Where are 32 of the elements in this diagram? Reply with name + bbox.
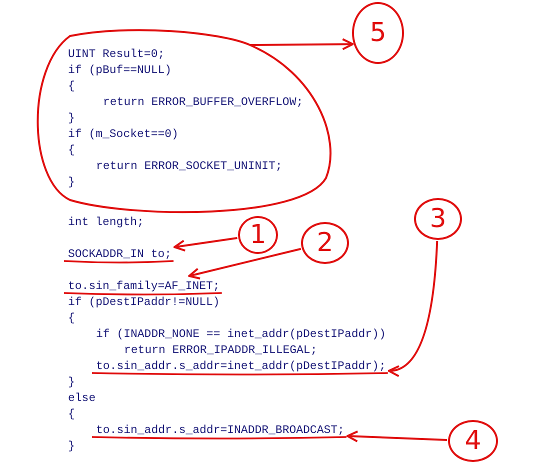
code-line: } <box>68 111 75 127</box>
arrow <box>388 240 438 376</box>
code-line: } <box>68 375 75 391</box>
code-line: SOCKADDR_IN to; <box>68 247 172 263</box>
code-line: to.sin_family=AF_INET; <box>68 279 220 295</box>
code-line: { <box>68 79 75 95</box>
code-line: } <box>68 175 75 191</box>
code-line: return ERROR_IPADDR_ILLEGAL; <box>124 343 318 359</box>
code-line: { <box>68 407 75 423</box>
code-line: } <box>68 439 75 455</box>
code-line: return ERROR_BUFFER_OVERFLOW; <box>103 95 304 111</box>
code-line: return ERROR_SOCKET_UNINIT; <box>96 159 282 175</box>
arrow <box>174 237 238 252</box>
code-line: to.sin_addr.s_addr=inet_addr(pDestIPaddr); <box>96 359 386 375</box>
code-line: else <box>68 391 96 407</box>
arrow <box>250 38 354 50</box>
arrow <box>346 430 448 442</box>
circled-number: 2 <box>301 222 349 264</box>
circled-number: 3 <box>414 198 462 240</box>
circled-number: 4 <box>448 420 498 462</box>
arrow <box>188 248 302 280</box>
code-line: if (INADDR_NONE == inet_addr(pDestIPaddr)) <box>96 327 386 343</box>
code-line: { <box>68 311 75 327</box>
code-line: { <box>68 143 75 159</box>
code-line: if (pBuf==NULL) <box>68 63 172 79</box>
circled-number: 5 <box>352 2 404 64</box>
code-line: if (pDestIPaddr!=NULL) <box>68 295 220 311</box>
code-line: UINT Result=0; <box>68 47 165 63</box>
code-line: int length; <box>68 215 144 231</box>
code-line: to.sin_addr.s_addr=INADDR_BROADCAST; <box>96 423 344 439</box>
code-line: if (m_Socket==0) <box>68 127 178 143</box>
circled-number: 1 <box>238 216 278 254</box>
